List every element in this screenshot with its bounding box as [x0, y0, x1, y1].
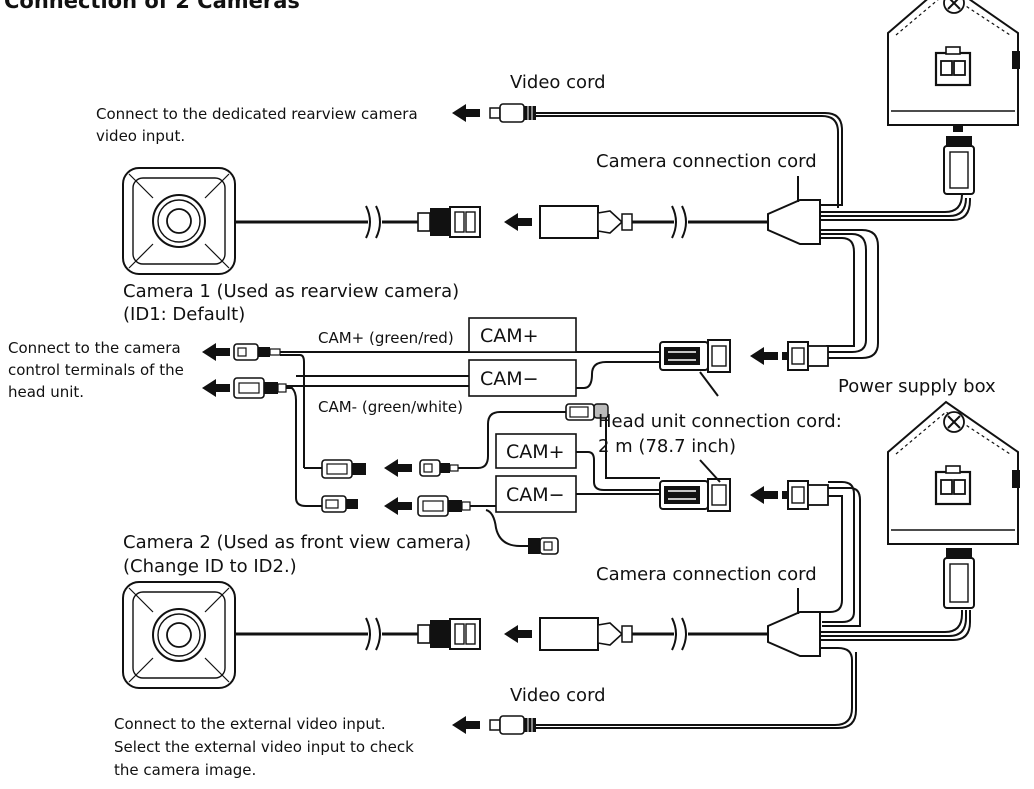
- label-camera-connection-cord-bottom: Camera connection cord: [596, 564, 817, 585]
- label-head-unit-cord-line1: Head unit connection cord:: [598, 411, 842, 432]
- label-cam-minus-wire: CAM- (green/white): [318, 398, 463, 416]
- label-camera2-line1: Camera 2 (Used as front view camera): [123, 532, 471, 553]
- cam-minus-tag-top: CAM−: [480, 368, 539, 390]
- cam-minus-tag-bottom: CAM−: [506, 484, 565, 506]
- label-camera-connection-cord-top: Camera connection cord: [596, 151, 817, 172]
- power-supply-box-bottom: [886, 400, 1022, 546]
- head-unit-connector-bottom: [659, 478, 731, 512]
- arrow-left-icon: [504, 213, 532, 231]
- arrow-left-icon: [750, 486, 778, 504]
- rca-plug-top: [489, 103, 537, 123]
- label-head-unit-cord-line2: 2 m (78.7 inch): [598, 436, 736, 457]
- note-control-line2: control terminals of the: [8, 361, 184, 379]
- note-rearview-line1: Connect to the dedicated rearview camera: [96, 105, 418, 123]
- arrow-left-icon: [384, 497, 412, 515]
- label-video-cord-top: Video cord: [510, 72, 606, 93]
- head-unit-connector-top: [659, 339, 731, 373]
- note-rearview-line2: video input.: [96, 127, 185, 145]
- rca-plug-bottom: [489, 715, 537, 735]
- head-unit-connector-bottom-mate: [781, 480, 829, 510]
- arrow-left-icon: [504, 625, 532, 643]
- diagram-title: Connection of 2 Cameras: [4, 0, 300, 13]
- label-cam-plus-wire: CAM+ (green/red): [318, 329, 454, 347]
- arrow-left-icon: [202, 343, 230, 361]
- arrow-left-icon: [750, 347, 778, 365]
- power-supply-box-top: [886, 0, 1022, 127]
- camera-1-icon: [122, 167, 236, 275]
- head-unit-connector-top-mate: [781, 341, 829, 371]
- arrow-left-icon: [202, 379, 230, 397]
- arrow-left-icon: [452, 716, 480, 734]
- label-camera1-line1: Camera 1 (Used as rearview camera): [123, 281, 459, 302]
- note-external-line3: the camera image.: [114, 761, 256, 779]
- arrow-left-icon: [384, 459, 412, 477]
- camera-2-icon: [122, 581, 236, 689]
- label-video-cord-bottom: Video cord: [510, 685, 606, 706]
- note-external-line1: Connect to the external video input.: [114, 715, 386, 733]
- cam-plus-tag-top: CAM+: [480, 325, 539, 347]
- label-camera1-line2: (ID1: Default): [123, 304, 245, 325]
- cam-plus-tag-bottom: CAM+: [506, 441, 565, 463]
- arrow-left-icon: [452, 104, 480, 122]
- label-power-supply-box: Power supply box: [838, 376, 996, 397]
- note-control-line1: Connect to the camera: [8, 339, 181, 357]
- note-control-line3: head unit.: [8, 383, 84, 401]
- label-camera2-line2: (Change ID to ID2.): [123, 556, 297, 577]
- note-external-line2: Select the external video input to check: [114, 738, 414, 756]
